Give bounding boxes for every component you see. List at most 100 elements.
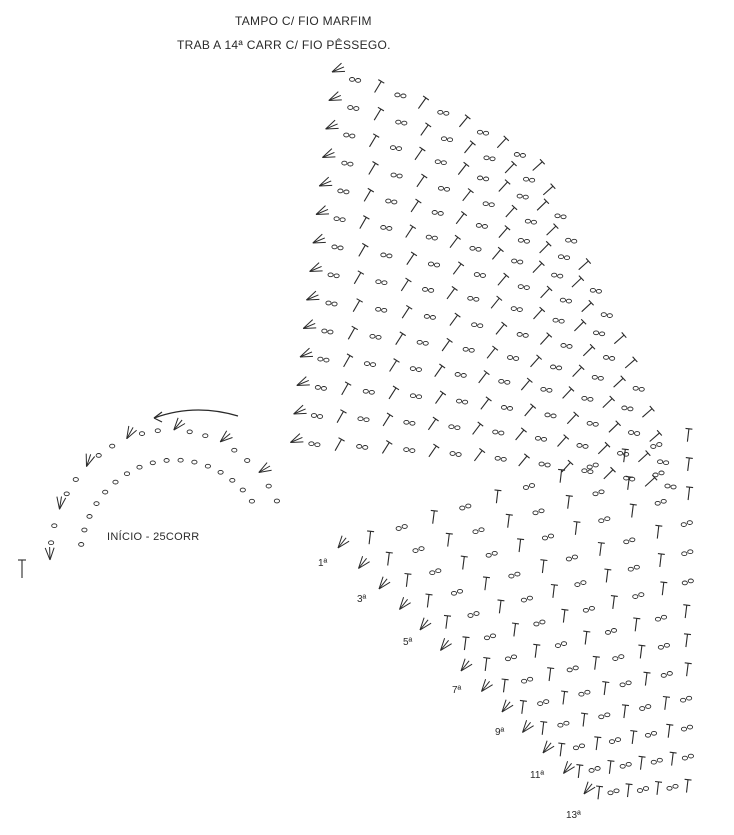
double-crochet-stitch [632, 505, 634, 518]
shell-stitch [297, 385, 310, 386]
double-crochet-stitch [429, 446, 436, 457]
chain-stitch [594, 331, 599, 335]
stitch-top-bar [685, 779, 692, 780]
chain-stitch [667, 786, 672, 790]
chain-stitch [376, 335, 381, 339]
stitch-top-bar [683, 605, 690, 606]
chain-stitch [139, 432, 144, 436]
double-crochet-stitch [348, 328, 354, 339]
shell-stitch [290, 434, 300, 443]
double-crochet-stitch [640, 646, 642, 659]
chain-stitch [572, 555, 577, 559]
double-crochet-stitch [481, 399, 489, 409]
shell-stitch [319, 177, 329, 186]
double-crochet-stitch [583, 714, 585, 727]
double-crochet-stitch [473, 424, 481, 434]
double-crochet-stitch [447, 288, 455, 299]
stitch-top-bar [506, 514, 513, 515]
chain-stitch [387, 254, 392, 258]
chain-stitch [490, 157, 495, 161]
double-crochet-stitch [450, 237, 458, 247]
row-label-9: 9ª [495, 727, 504, 738]
shell-stitch [294, 405, 304, 414]
chain-stitch [561, 344, 566, 348]
stitch-top-bar [433, 444, 439, 448]
chain-stitch [417, 340, 422, 344]
chain-stitch [370, 363, 375, 367]
chain-stitch [618, 451, 623, 455]
double-crochet-stitch [579, 261, 589, 270]
chain-stitch [424, 315, 429, 319]
chain-stitch [515, 572, 520, 576]
chain-stitch [402, 525, 407, 529]
chain-stitch [604, 356, 609, 360]
chain-stitch [590, 288, 595, 292]
chain-stitch [609, 740, 614, 744]
chain-stitch [651, 731, 656, 735]
double-crochet-stitch [442, 340, 450, 351]
chain-stitch [315, 443, 320, 447]
stitch-top-bar [639, 756, 646, 757]
chain-stitch [682, 756, 687, 760]
stitch-top-bar [626, 477, 633, 478]
stitch-top-bar [492, 346, 498, 350]
double-crochet-stitch [406, 227, 413, 238]
chart-title-line-2: TRAB A 14ª CARR C/ FIO PÊSSEGO. [177, 38, 391, 52]
chain-stitch [137, 465, 142, 469]
chain-stitch [605, 713, 610, 717]
chain-stitch [614, 789, 619, 793]
double-crochet-stitch [598, 786, 600, 799]
stitch-top-bar [561, 691, 568, 692]
chain-stitch [203, 434, 208, 438]
chain-stitch [363, 446, 368, 450]
chain-stitch [435, 160, 440, 164]
chain-stitch [518, 238, 523, 242]
double-crochet-stitch [596, 737, 598, 750]
chain-stitch [539, 509, 544, 513]
stitch-top-bar [378, 107, 384, 111]
chain-stitch [558, 723, 563, 727]
chain-stitch [474, 612, 479, 616]
stitch-top-bar [638, 645, 645, 646]
double-crochet-stitch [436, 393, 444, 404]
double-crochet-stitch [583, 347, 592, 356]
double-crochet-stitch [453, 264, 461, 274]
double-crochet-stitch [364, 190, 371, 201]
shell-stitch [303, 320, 313, 329]
chain-stitch [682, 581, 687, 585]
chain-stitch [534, 622, 539, 626]
chain-stitch [514, 357, 519, 361]
chain-stitch [479, 528, 484, 532]
row-label-13: 13ª [566, 810, 581, 821]
row-label-11: 11ª [530, 770, 544, 781]
chain-stitch [309, 442, 314, 446]
chain-stitch [659, 471, 664, 475]
chain-stitch [661, 674, 666, 678]
double-crochet-stitch [498, 275, 506, 285]
shell-stitch [322, 157, 335, 158]
chain-stitch [561, 215, 566, 219]
chain-stitch [350, 78, 355, 82]
chain-stitch [434, 263, 439, 267]
stitch-top-bar [685, 663, 692, 664]
double-crochet-stitch [369, 531, 371, 544]
stitch-top-bar [540, 722, 547, 723]
chain-stitch [410, 394, 415, 398]
double-crochet-stitch [491, 298, 499, 308]
chain-stitch [364, 418, 369, 422]
chain-stitch [103, 490, 108, 494]
chain-stitch [579, 744, 584, 748]
stitch-top-bar [598, 543, 605, 544]
double-crochet-stitch [542, 722, 544, 735]
chain-stitch [639, 593, 644, 597]
chain-stitch [326, 301, 331, 305]
chain-stitch [511, 307, 516, 311]
stitch-top-bar [367, 531, 374, 532]
chain-stitch [646, 705, 651, 709]
double-crochet-stitch [428, 419, 435, 430]
stitch-top-bar [406, 305, 412, 309]
chain-stitch [593, 422, 598, 426]
chain-stitch [52, 524, 57, 528]
chain-stitch [155, 429, 160, 433]
chain-stitch [495, 456, 500, 460]
